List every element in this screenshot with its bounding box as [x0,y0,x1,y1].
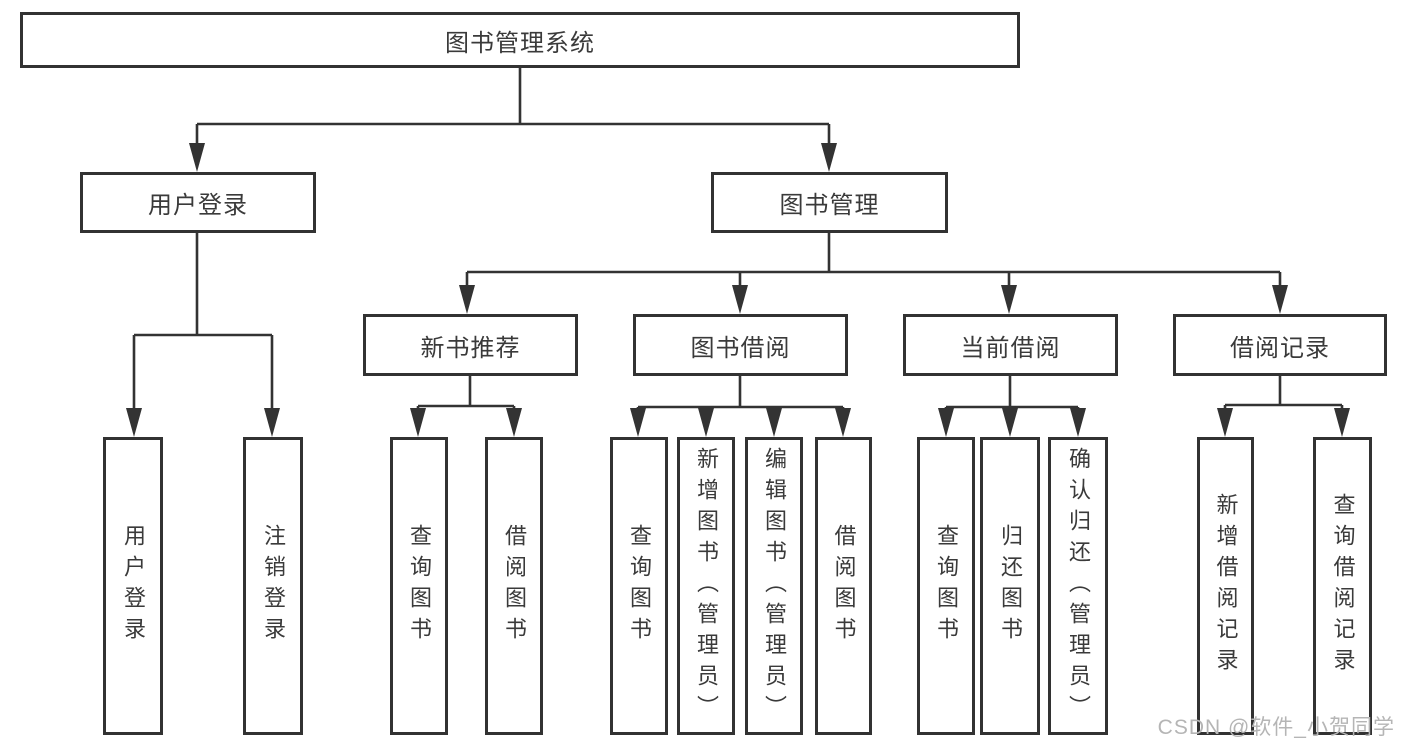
leaf-borrow-books: 借阅图书 [815,437,872,735]
leaf-label: 用户登录 [121,524,146,648]
node-user-login-label: 用户登录 [148,192,248,219]
leaf-label: 归还图书 [998,524,1023,648]
leaf-query-books-current: 查询图书 [917,437,975,735]
leaf-add-borrow-record: 新增借阅记录 [1197,437,1254,735]
arrowhead [1002,408,1018,437]
leaf-query-borrow-record: 查询借阅记录 [1313,437,1372,735]
arrowhead [766,408,782,437]
node-current-borrow: 当前借阅 [903,314,1118,376]
node-new-book-rec-label: 新书推荐 [420,334,521,362]
leaf-label: 注销登录 [261,524,286,648]
leaf-label: 新增图书（管理员） [694,446,719,726]
node-root-label: 图书管理系统 [445,29,595,57]
leaf-confirm-return-admin: 确认归还（管理员） [1048,437,1108,735]
leaf-label: 查询图书 [407,524,432,648]
leaf-edit-books-admin: 编辑图书（管理员） [745,437,803,735]
arrowhead [835,408,851,437]
node-root: 图书管理系统 [20,12,1020,68]
node-user-login: 用户登录 [80,172,316,233]
arrowhead [506,408,522,437]
leaf-query-books-borrow: 查询图书 [610,437,668,735]
leaf-label: 查询图书 [627,524,652,648]
connector-borrow-records-children [1217,376,1350,437]
arrowhead [189,143,205,172]
leaf-borrow-books-rec: 借阅图书 [485,437,543,735]
leaf-logout: 注销登录 [243,437,303,735]
node-current-borrow-label: 当前借阅 [960,334,1061,362]
connector-new-book-rec-children [410,376,522,437]
leaf-return-books: 归还图书 [980,437,1040,735]
node-book-management: 图书管理 [711,172,948,233]
leaf-label: 查询图书 [934,524,959,648]
leaf-add-books-admin: 新增图书（管理员） [677,437,735,735]
arrowhead [630,408,646,437]
arrowhead [410,408,426,437]
leaf-user-login: 用户登录 [103,437,163,735]
csdn-watermark: CSDN @软件_小贺同学 [1157,716,1395,739]
connector-current-borrow-children [938,376,1086,437]
leaf-label: 借阅图书 [831,524,857,648]
arrowhead [938,408,954,437]
node-new-book-rec: 新书推荐 [363,314,578,376]
connector-book-management-children [459,233,1288,314]
arrowhead [1217,408,1233,437]
arrowhead [821,143,837,172]
node-book-borrow-label: 图书借阅 [690,334,791,362]
arrowhead [264,408,280,437]
node-book-borrow: 图书借阅 [633,314,848,376]
node-borrow-records-label: 借阅记录 [1230,334,1330,362]
leaf-query-books-rec: 查询图书 [390,437,448,735]
leaf-label: 编辑图书（管理员） [762,446,787,726]
leaf-label: 确认归还（管理员） [1066,446,1091,726]
arrowhead [126,408,142,437]
arrowhead [1334,408,1350,437]
arrowhead [459,285,475,314]
connector-root-to-level2 [189,68,837,172]
arrowhead [698,408,714,437]
leaf-label: 新增借阅记录 [1213,493,1239,679]
arrowhead [1070,408,1086,437]
connector-user-login-children [126,233,280,437]
arrowhead [1272,285,1288,314]
leaf-label: 借阅图书 [502,524,527,648]
arrowhead [732,285,748,314]
arrowhead [1001,285,1017,314]
node-book-management-label: 图书管理 [779,192,880,219]
node-borrow-records: 借阅记录 [1173,314,1387,376]
connector-book-borrow-children [630,376,851,437]
leaf-label: 查询借阅记录 [1330,493,1356,679]
